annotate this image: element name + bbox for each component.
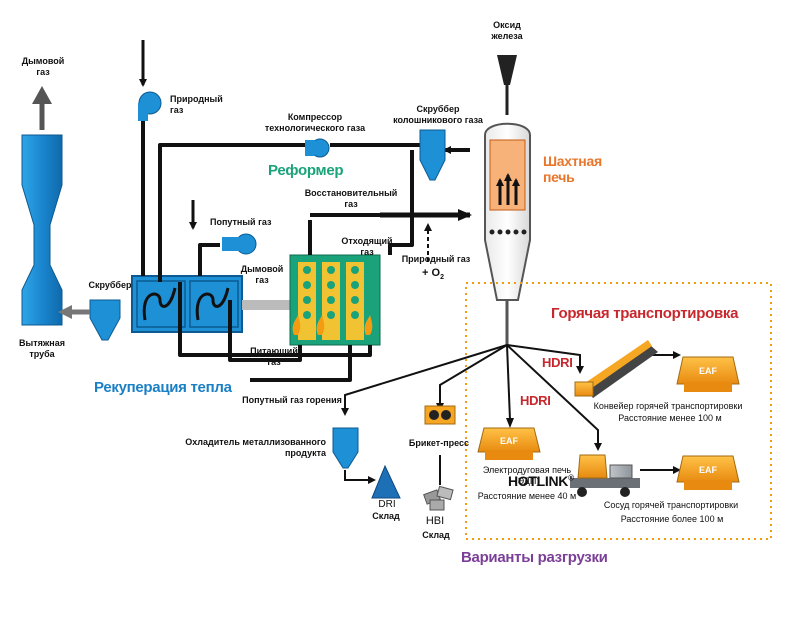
top-gas-scrubber (419, 129, 446, 181)
header-discharge-options: Варианты разгрузки (461, 549, 608, 566)
eaf-hotlink (477, 427, 541, 460)
hot-transport-truck (570, 454, 640, 497)
label-top-gas-scrubber: Скруббер колошникового газа (393, 104, 483, 125)
o2-subscript: 2 (440, 274, 444, 282)
o2-text: + O (422, 267, 441, 279)
label-dri-store: Склад (372, 511, 400, 521)
heat-recovery-unit (131, 275, 290, 333)
label-eaf-desc: Электродуговая печь (ЭДП) (482, 465, 572, 486)
eaf-vessel (676, 455, 740, 490)
label-hotlink: HOTLINK® (508, 473, 574, 489)
label-product-cooler: Охладитель металлизованного продукта (185, 437, 326, 458)
stack (21, 86, 63, 326)
label-hdri-conveyor: HDRI (542, 355, 573, 370)
label-eaf-conveyor: EAF (699, 366, 717, 376)
blower-associated-gas (222, 233, 257, 255)
label-flue-gas-mid: Дымовой газ (240, 264, 284, 285)
label-hbi: HBI (425, 515, 445, 527)
hotlink-reg: ® (568, 473, 574, 483)
label-vessel: Сосуд горячей транспортировки (603, 500, 739, 510)
hotlink-text: HOTLINK (508, 473, 569, 489)
label-hdri-eaf: HDRI (520, 393, 551, 408)
header-reformer: Реформер (268, 162, 344, 179)
header-shaft-furnace: Шахтная печь (543, 153, 602, 185)
label-iron-oxide: Оксид железа (491, 20, 523, 41)
header-heat-recovery: Рекуперация тепла (94, 379, 232, 396)
label-scrubber: Скруббер (88, 280, 132, 290)
hot-transport-frame (465, 282, 772, 540)
compressor (305, 138, 330, 158)
label-briquette-press: Брикет-пресс (408, 438, 470, 448)
label-associated-gas: Попутный газ (210, 217, 272, 227)
eaf-conveyor (676, 356, 740, 392)
blower-natural-gas (138, 91, 162, 121)
label-vessel-distance: Расстояние более 100 м (620, 514, 724, 524)
briquette-press (424, 405, 456, 425)
label-eaf-hotlink: EAF (500, 436, 518, 446)
label-conveyor: Конвейер горячей транспортировки (593, 401, 743, 411)
label-reducing-gas: Восстановительный газ (304, 188, 398, 209)
header-hot-transport: Горячая транспортировка (551, 305, 739, 322)
hbi-pile (423, 485, 454, 511)
label-conveyor-distance: Расстояние менее 100 м (618, 413, 722, 423)
label-o2: + O2 (418, 268, 448, 283)
label-off-gas: Отходящий газ (341, 236, 393, 257)
label-fuel-gas: Попутный газ горения (242, 395, 342, 405)
label-natural-gas-o2: Природный газ (401, 254, 471, 264)
label-eaf-vessel: EAF (699, 465, 717, 475)
label-hbi-store: Склад (422, 530, 450, 540)
label-dri: DRI (378, 499, 396, 510)
label-process-gas-compressor: Компрессор технологического газа (264, 112, 366, 133)
label-eaf-distance: Расстояние менее 40 м (477, 491, 577, 501)
label-natural-gas-top: Природный газ (170, 94, 223, 115)
hot-conveyor (574, 340, 658, 398)
label-flue-gas: Дымовой газ (21, 56, 65, 77)
label-stack: Вытяжная труба (19, 338, 65, 359)
shaft-furnace (484, 55, 531, 345)
scrubber-left (58, 299, 121, 341)
discharge-lines (344, 344, 675, 485)
dri-pile (371, 464, 401, 499)
reformer (289, 254, 381, 346)
label-feed-gas: Питающий газ (250, 346, 298, 367)
product-cooler (332, 427, 359, 469)
